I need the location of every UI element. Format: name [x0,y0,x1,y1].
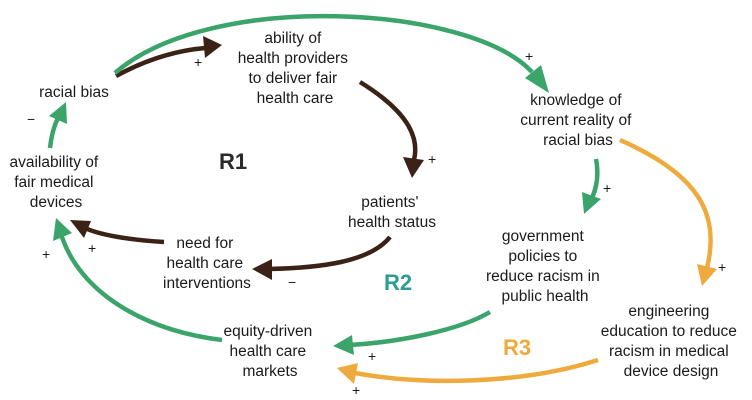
arrow-bias-to-knowledge [113,13,549,93]
sign-knowledge-to-government: + [603,180,611,196]
sign-government-to-equity: + [368,348,376,364]
loop-label-r2: R2 [384,270,412,295]
node-need-for-interventions: need for health care interventions [163,235,251,292]
sign-equity-to-availability: + [42,246,50,262]
sign-bias-to-knowledge: + [525,48,533,64]
sign-patients-to-need: − [288,274,296,290]
arrow-knowledge-to-engineering [619,137,717,286]
node-patients-health-status: patients' health status [348,194,436,231]
node-equity-driven-markets: equity-driven health care markets [223,323,316,380]
node-ability: ability of health providers to deliver f… [238,30,353,107]
arrow-engineering-to-equity [337,357,599,384]
arrow-knowledge-to-government [582,158,601,214]
arrow-patients-to-need [252,235,392,280]
sign-knowledge-to-engineering: + [718,259,726,275]
sign-availability-to-bias: − [27,111,35,127]
arrow-availability-to-bias [47,102,67,149]
arrow-ability-to-patients [358,80,424,178]
arrow-need-to-availability [70,220,165,245]
loop-label-r1: R1 [219,149,247,174]
node-government-policies: government policies to reduce racism in … [486,228,604,305]
sign-ability-to-patients: + [428,151,436,167]
node-engineering-education: engineering education to reduce racism i… [601,303,741,380]
node-knowledge: knowledge of current reality of racial b… [520,92,635,149]
node-availability: availability of fair medical devices [9,154,102,211]
sign-bias-to-ability: + [194,54,202,70]
arrow-government-to-equity [333,310,492,355]
sign-engineering-to-equity: + [352,382,360,398]
node-racial-bias: racial bias [39,84,109,101]
loop-label-r3: R3 [503,335,531,360]
arrow-equity-to-availability [53,218,223,343]
arrow-bias-to-ability [114,36,222,78]
sign-need-to-availability: + [88,240,96,256]
